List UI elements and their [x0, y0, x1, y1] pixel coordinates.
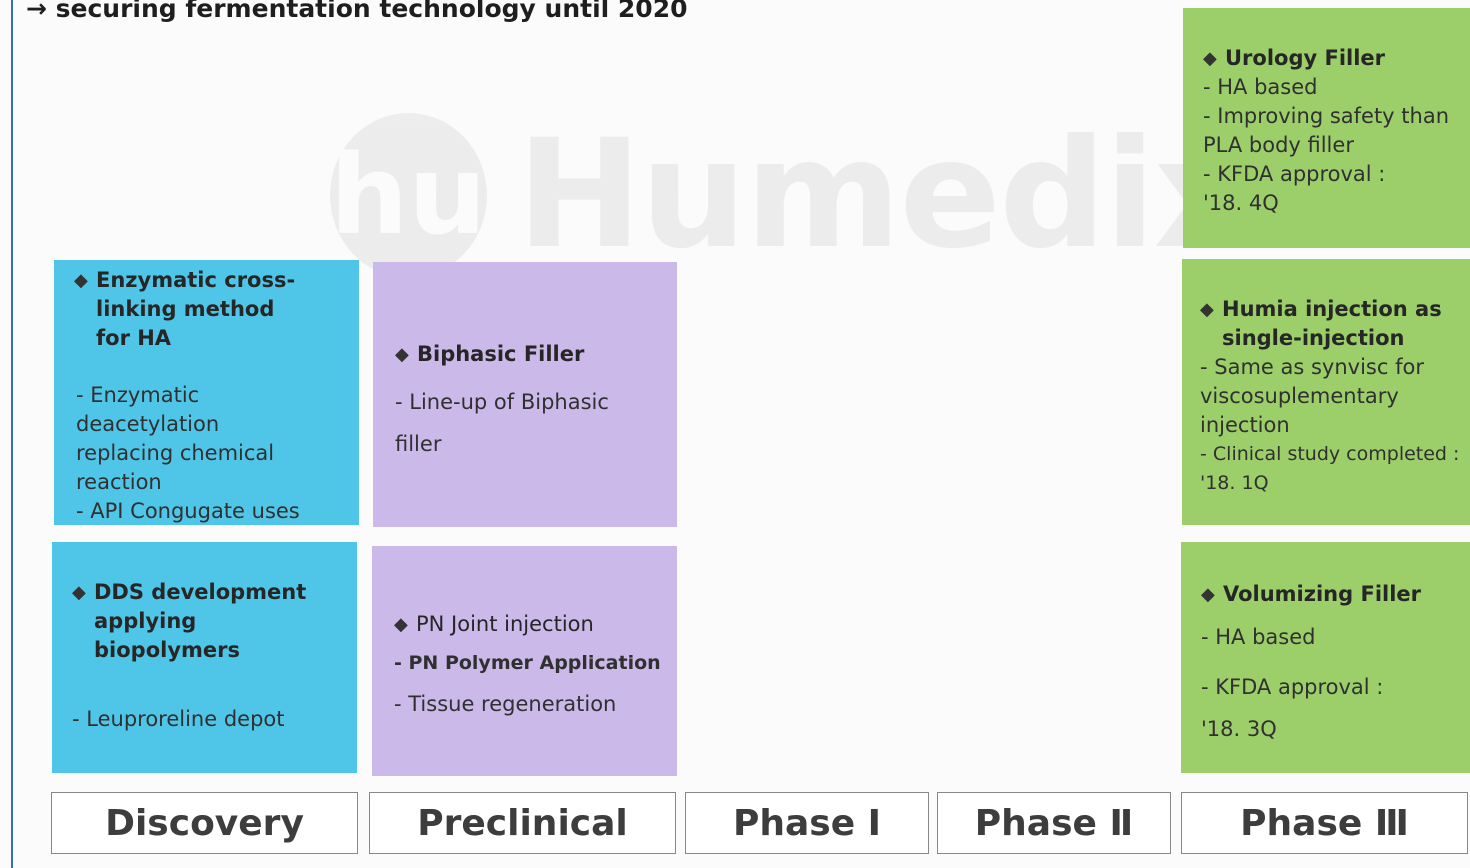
card-item: - Same as synvisc for viscosuplementary … [1200, 355, 1424, 437]
card-item: - HA based [1203, 75, 1318, 99]
page-heading: → securing fermentation technology until… [26, 0, 688, 23]
humedix-logo-icon: hu [330, 112, 487, 278]
card-item: - API Congugate uses [76, 499, 300, 523]
diamond-bullet-icon: ◆ [394, 614, 408, 635]
diamond-bullet-icon: ◆ [74, 270, 88, 291]
diamond-bullet-icon: ◆ [1201, 584, 1215, 605]
phase-discovery: Discovery [51, 792, 358, 854]
card-item: - Improving safety than PLA body filler [1203, 104, 1450, 157]
card-enzymatic-crosslinking: ◆ Enzymatic cross-linking method for HA … [54, 260, 359, 525]
card-title: ◆ Volumizing Filler [1201, 580, 1462, 609]
watermark-text: Humedix [516, 108, 1251, 282]
card-urology-filler: ◆ Urology Filler - HA based - Improving … [1183, 8, 1470, 248]
phase-1: Phase Ⅰ [685, 792, 929, 854]
phase-3: Phase Ⅲ [1181, 792, 1468, 854]
card-item: - Clinical study completed : '18. 1Q [1200, 443, 1460, 494]
diamond-bullet-icon: ◆ [72, 582, 86, 603]
card-volumizing-filler: ◆ Volumizing Filler - HA based - KFDA ap… [1181, 542, 1470, 773]
card-dds-development: ◆ DDS development applying biopolymers -… [52, 542, 357, 773]
card-item: - PN Polymer Application [394, 652, 661, 674]
card-item: - Leuproreline depot [72, 707, 285, 731]
card-title: ◆ Enzymatic cross-linking method for HA [74, 268, 296, 350]
card-humia-injection: ◆ Humia injection as single-injection - … [1182, 259, 1470, 525]
diamond-bullet-icon: ◆ [395, 344, 409, 365]
phase-preclinical: Preclinical [369, 792, 676, 854]
card-title: ◆ PN Joint injection [394, 610, 667, 639]
left-accent-line [11, 0, 13, 868]
card-item: - Line-up of Biphasic filler [395, 390, 609, 456]
phase-2: Phase Ⅱ [937, 792, 1171, 854]
humedix-watermark: hu Humedix [330, 108, 1251, 282]
card-item: - HA based [1201, 625, 1316, 649]
card-item: - KFDA approval : '18. 3Q [1201, 675, 1384, 741]
card-title: ◆ Biphasic Filler [395, 340, 667, 369]
card-biphasic-filler: ◆ Biphasic Filler - Line-up of Biphasic … [373, 262, 677, 527]
card-item: - KFDA approval : '18. 4Q [1203, 162, 1386, 215]
card-item: - Tissue regeneration [394, 692, 617, 716]
card-title: ◆ DDS development applying biopolymers [72, 580, 307, 662]
card-item: - Enzymatic deacetylation replacing chem… [76, 383, 275, 494]
card-pn-joint-injection: ◆ PN Joint injection - PN Polymer Applic… [372, 546, 677, 776]
diamond-bullet-icon: ◆ [1203, 48, 1217, 69]
card-title: ◆ Urology Filler [1203, 44, 1462, 73]
card-title: ◆ Humia injection as single-injection [1200, 297, 1442, 350]
diamond-bullet-icon: ◆ [1200, 299, 1214, 320]
